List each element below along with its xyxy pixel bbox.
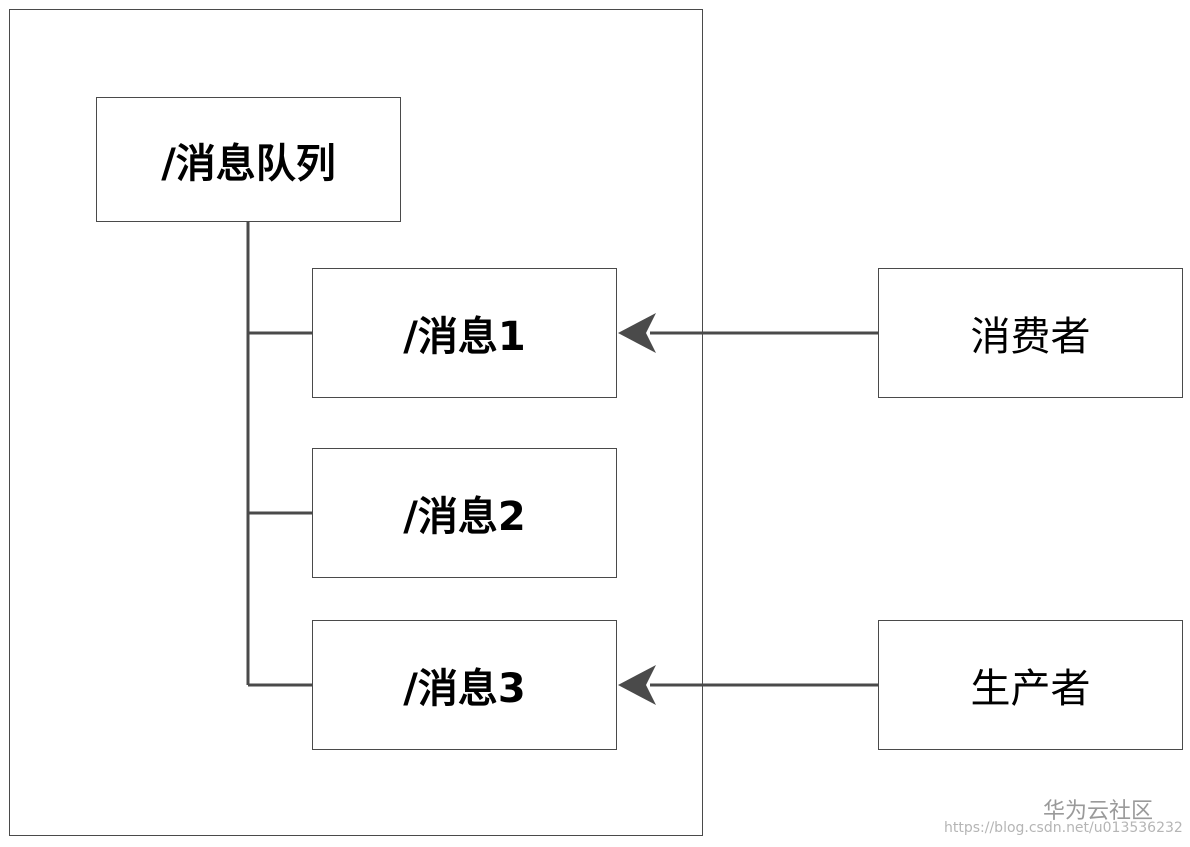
message1-node: /消息1 — [312, 268, 617, 398]
message1-node-label: /消息1 — [403, 314, 526, 360]
watermark-url: https://blog.csdn.net/u013536232 — [944, 820, 1183, 836]
producer-node-label: 生产者 — [970, 666, 1091, 712]
message2-node-label: /消息2 — [403, 494, 526, 540]
producer-node: 生产者 — [878, 620, 1183, 750]
queue-container — [9, 9, 703, 836]
consumer-node-label: 消费者 — [970, 314, 1091, 360]
queue-node-label: /消息队列 — [161, 140, 336, 187]
message3-node-label: /消息3 — [403, 666, 526, 712]
watermark-brand: 华为云社区 — [1043, 799, 1154, 824]
queue-node: /消息队列 — [96, 97, 401, 222]
message2-node: /消息2 — [312, 448, 617, 578]
consumer-node: 消费者 — [878, 268, 1183, 398]
message3-node: /消息3 — [312, 620, 617, 750]
